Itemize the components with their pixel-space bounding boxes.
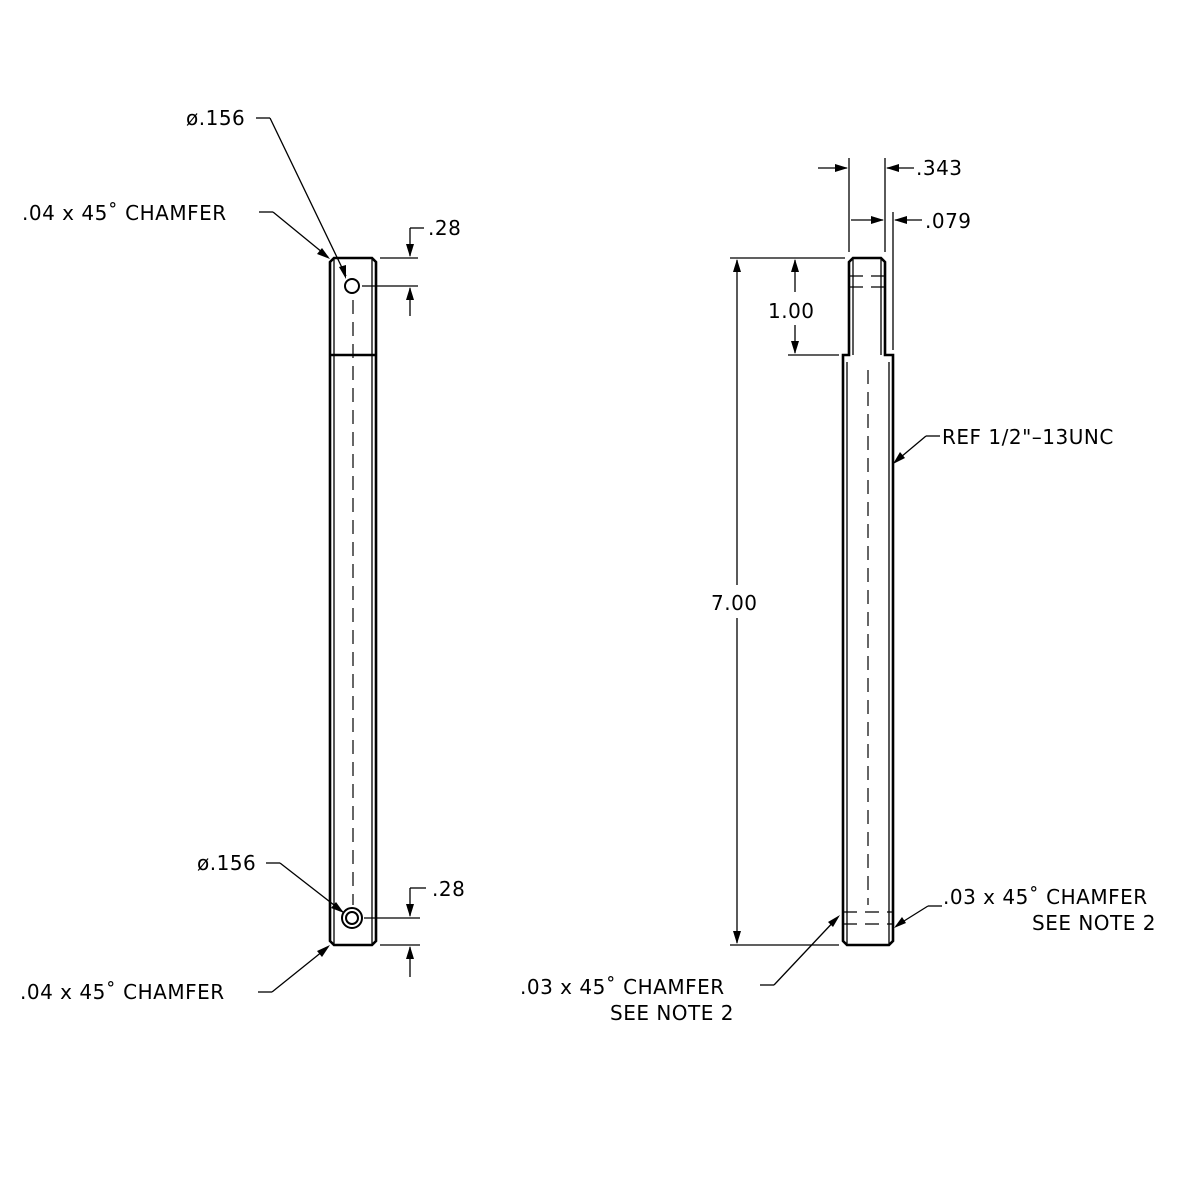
top-chamfer-arrowhead <box>317 248 330 259</box>
chamfer-left-leader <box>773 916 839 986</box>
step-depth-label: .079 <box>925 209 972 233</box>
length-arrow-bottom <box>733 931 741 944</box>
bottom-hole-outer <box>341 907 363 929</box>
chamfer-right-arrowhead <box>894 917 906 928</box>
right-stud-view: .343 .079 7.00 1.00 REF 1/2"–13UNC .03 <box>520 156 1156 1025</box>
top-hole <box>344 278 360 294</box>
bottom-chamfer-arrowhead <box>317 945 330 957</box>
step-arrow-outer <box>894 216 907 224</box>
steplen-arrow-top <box>791 259 799 272</box>
thread-arrowhead <box>893 452 905 464</box>
top-offset-label: .28 <box>428 216 461 240</box>
chamfer-right-line2: SEE NOTE 2 <box>1032 911 1156 935</box>
left-pin-view: ø.156 .04 x 45˚ CHAMFER .28 ø.156 .28 <box>20 106 465 1004</box>
bottom-chamfer-label: .04 x 45˚ CHAMFER <box>20 980 225 1004</box>
width-arrow-left <box>835 164 848 172</box>
bottom-dia-arrowhead <box>331 902 344 913</box>
bottom-offset-arrow-1 <box>406 904 414 917</box>
length-arrow-top <box>733 259 741 272</box>
top-offset-arrow-1 <box>406 244 414 257</box>
chamfer-left-line1: .03 x 45˚ CHAMFER <box>520 975 725 999</box>
chamfer-left-line2: SEE NOTE 2 <box>610 1001 734 1025</box>
width-arrow-right <box>886 164 899 172</box>
top-dia-leader <box>269 117 347 277</box>
bottom-offset-label: .28 <box>432 877 465 901</box>
step-arrow-inner <box>871 216 884 224</box>
bottom-chamfer-leader <box>271 946 329 993</box>
thread-ref-label: REF 1/2"–13UNC <box>942 425 1114 449</box>
width-overall-label: .343 <box>916 156 963 180</box>
bottom-hole-dia-label: ø.156 <box>197 851 256 875</box>
bottom-dia-leader <box>279 862 344 913</box>
top-hole-dia-label: ø.156 <box>186 106 245 130</box>
chamfer-right-line1: .03 x 45˚ CHAMFER <box>943 885 1148 909</box>
steplen-arrow-bottom <box>791 341 799 354</box>
top-chamfer-leader <box>272 211 329 258</box>
top-chamfer-label: .04 x 45˚ CHAMFER <box>22 201 227 225</box>
overall-length-label: 7.00 <box>711 591 758 615</box>
bottom-hole-inner <box>345 911 359 925</box>
bottom-offset-arrow-2 <box>406 946 414 959</box>
step-length-label: 1.00 <box>768 299 815 323</box>
chamfer-left-arrowhead <box>828 915 840 927</box>
top-offset-arrow-2 <box>406 287 414 300</box>
top-dia-arrowhead <box>339 265 346 279</box>
